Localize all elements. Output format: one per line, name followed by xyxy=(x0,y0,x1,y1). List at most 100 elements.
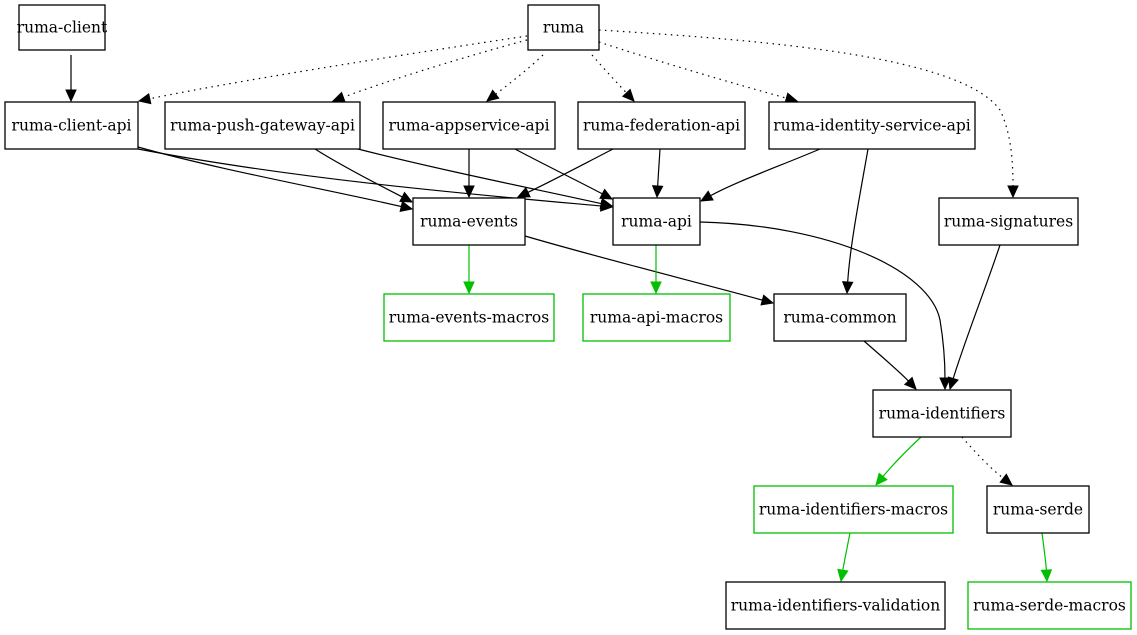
node-label: ruma-identifiers-validation xyxy=(731,597,940,615)
node-box xyxy=(768,101,976,150)
node-ruma-identity-service-api: ruma-identity-service-api xyxy=(768,101,976,150)
node-box xyxy=(725,581,946,630)
node-box xyxy=(577,101,746,150)
node-box xyxy=(383,293,555,342)
node-ruma-identifiers-validation: ruma-identifiers-validation xyxy=(725,581,946,630)
edge-ruma-events-to-ruma-common xyxy=(524,235,775,306)
node-box xyxy=(986,485,1090,534)
arrowhead xyxy=(65,89,77,103)
node-box xyxy=(4,101,139,150)
edge-ruma-api-to-ruma-identifiers xyxy=(699,221,951,391)
edge-ruma-serde-to-ruma-serde-macros xyxy=(1040,532,1053,583)
edge-ruma-to-ruma-signatures xyxy=(598,29,1019,199)
node-label: ruma-api xyxy=(621,213,692,231)
edge-ruma-common-to-ruma-identifiers xyxy=(863,340,917,390)
arrowhead xyxy=(939,377,951,391)
node-label: ruma xyxy=(543,19,584,37)
node-label: ruma-federation-api xyxy=(583,117,740,135)
arrowhead xyxy=(837,568,849,583)
edge-ruma-api-to-ruma-api-macros xyxy=(650,245,662,295)
arrowhead xyxy=(463,281,475,295)
edge-ruma-client-api-to-ruma-events xyxy=(137,146,414,213)
edge-line xyxy=(1041,532,1048,572)
node-ruma-serde: ruma-serde xyxy=(986,485,1090,534)
edge-ruma-events-to-ruma-events-macros xyxy=(463,245,475,295)
arrowhead xyxy=(841,281,854,295)
edge-ruma-identity-service-api-to-ruma-api xyxy=(699,148,821,202)
arrowhead xyxy=(621,88,635,102)
edge-ruma-to-ruma-client-api xyxy=(137,35,528,105)
arrowhead xyxy=(331,91,346,103)
node-box xyxy=(967,581,1132,630)
edge-ruma-identifiers-macros-to-ruma-identifiers-validation xyxy=(837,532,851,583)
edge-ruma-to-ruma-federation-api xyxy=(591,54,635,102)
node-label: ruma-events-macros xyxy=(389,309,549,327)
arrowhead xyxy=(1040,569,1053,583)
node-ruma-common: ruma-common xyxy=(773,293,907,342)
arrowhead xyxy=(650,281,662,295)
edge-ruma-identifiers-to-ruma-serde xyxy=(961,436,1013,486)
node-ruma-identifiers-macros: ruma-identifiers-macros xyxy=(753,485,954,534)
edge-line xyxy=(881,436,922,478)
edge-ruma-federation-api-to-ruma-api xyxy=(651,148,664,199)
node-label: ruma-common xyxy=(783,309,896,327)
edge-line xyxy=(494,54,544,96)
edge-ruma-appservice-api-to-ruma-events xyxy=(463,149,475,199)
node-ruma-identifiers: ruma-identifiers xyxy=(872,389,1012,438)
arrowhead xyxy=(516,186,531,198)
edge-line xyxy=(709,148,821,197)
node-label: ruma-identifiers-macros xyxy=(759,501,948,519)
edge-line xyxy=(699,221,946,380)
edge-ruma-federation-api-to-ruma-events xyxy=(516,148,614,198)
edge-ruma-appservice-api-to-ruma-api xyxy=(514,148,614,200)
arrowhead xyxy=(486,89,500,102)
edge-line xyxy=(952,244,1001,380)
node-ruma: ruma xyxy=(527,4,600,51)
arrowhead xyxy=(399,191,414,203)
edge-ruma-client-to-ruma-client-api xyxy=(65,55,77,103)
node-label: ruma-events xyxy=(420,213,518,231)
node-box xyxy=(872,389,1012,438)
arrowhead xyxy=(1007,185,1019,199)
node-ruma-api-macros: ruma-api-macros xyxy=(582,293,731,342)
edge-line xyxy=(526,148,614,194)
node-label: ruma-signatures xyxy=(944,213,1073,231)
edges-layer xyxy=(65,29,1053,583)
node-label: ruma-serde-macros xyxy=(973,597,1126,615)
edge-ruma-to-ruma-appservice-api xyxy=(486,54,544,102)
edge-line xyxy=(847,148,869,284)
node-ruma-client-api: ruma-client-api xyxy=(4,101,139,150)
edge-line xyxy=(598,41,788,99)
node-label: ruma-push-gateway-api xyxy=(170,117,355,135)
node-ruma-serde-macros: ruma-serde-macros xyxy=(967,581,1132,630)
arrowhead xyxy=(399,200,414,213)
node-box xyxy=(382,101,556,150)
edge-line xyxy=(961,436,1005,480)
node-ruma-signatures: ruma-signatures xyxy=(938,197,1079,246)
edge-ruma-push-gateway-api-to-ruma-api xyxy=(357,148,614,210)
node-box xyxy=(18,4,106,51)
edge-line xyxy=(524,235,764,301)
edge-line xyxy=(514,148,604,195)
node-box xyxy=(753,485,954,534)
edge-line xyxy=(137,148,603,207)
node-ruma-events-macros: ruma-events-macros xyxy=(383,293,555,342)
edge-line xyxy=(842,532,851,572)
node-label: ruma-client-api xyxy=(12,117,132,135)
node-ruma-federation-api: ruma-federation-api xyxy=(577,101,746,150)
edge-ruma-identifiers-to-ruma-identifiers-macros xyxy=(875,436,922,486)
arrowhead xyxy=(599,188,614,200)
node-ruma-events: ruma-events xyxy=(412,197,526,246)
arrowhead xyxy=(599,197,614,210)
arrowhead xyxy=(903,376,917,390)
arrowhead xyxy=(651,185,664,199)
node-label: ruma-api-macros xyxy=(590,309,723,327)
node-box xyxy=(938,197,1079,246)
node-ruma-push-gateway-api: ruma-push-gateway-api xyxy=(164,101,361,150)
node-label: ruma-appservice-api xyxy=(388,117,549,135)
arrowhead xyxy=(463,185,475,199)
edge-line xyxy=(314,148,404,198)
arrowhead xyxy=(137,92,152,105)
